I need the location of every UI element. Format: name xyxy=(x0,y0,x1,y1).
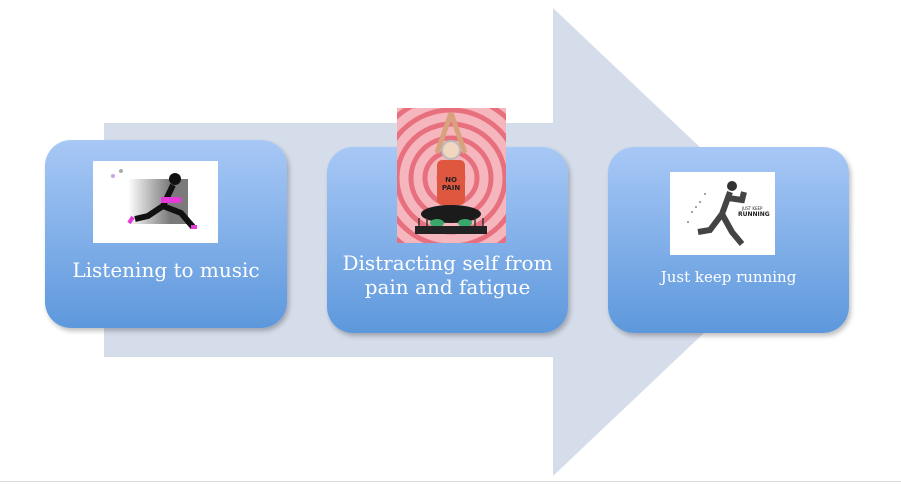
svg-text:NO: NO xyxy=(445,176,457,184)
step-box-keep-running: JUST KEEP RUNNING Just keep running xyxy=(608,147,849,333)
step-box-listening-music: Listening to music xyxy=(45,140,287,328)
running-woman-image xyxy=(93,161,218,243)
svg-text:JUST KEEP: JUST KEEP xyxy=(741,206,763,211)
particle-runner-image: JUST KEEP RUNNING xyxy=(670,172,775,255)
svg-text:PAIN: PAIN xyxy=(442,184,461,192)
svg-text:RUNNING: RUNNING xyxy=(738,211,770,218)
meditating-woman-image: NO PAIN xyxy=(397,108,506,243)
divider xyxy=(0,481,901,482)
step-label: Listening to music xyxy=(72,258,260,282)
step-label: Distracting self from pain and fatigue xyxy=(342,251,553,299)
step-label: Just keep running xyxy=(660,268,797,286)
